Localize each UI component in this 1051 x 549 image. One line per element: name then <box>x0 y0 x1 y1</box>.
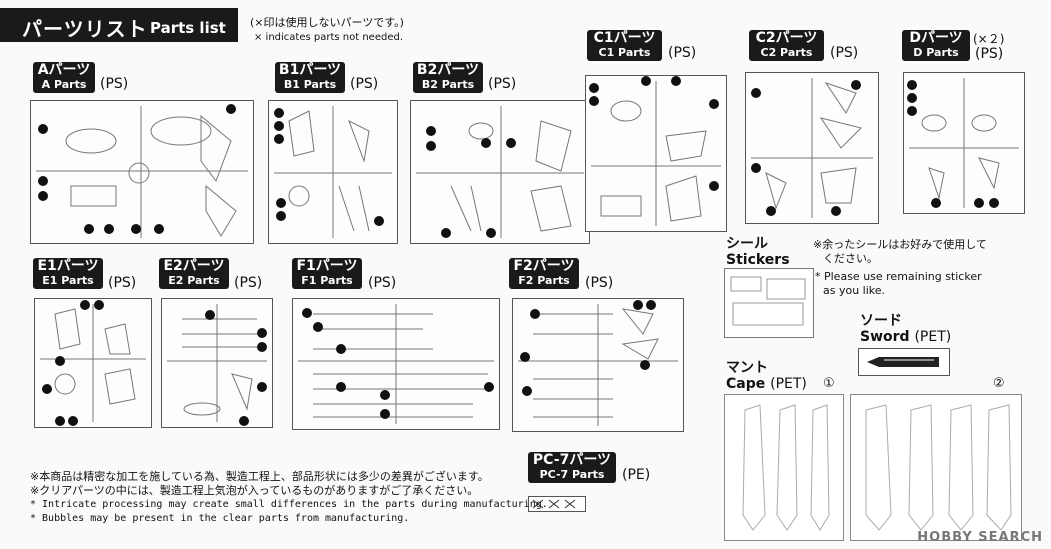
runner-b1-material: (PS) <box>350 76 379 92</box>
watermark-logo: HOBBY SEARCH <box>917 530 1043 545</box>
runner-f1-diagram <box>292 298 500 430</box>
runner-e2-parts-drawing <box>167 304 267 426</box>
runner-f2-diagram <box>512 298 684 432</box>
runner-a-parts-drawing <box>36 104 248 238</box>
sword-sheet <box>858 348 950 376</box>
runner-b2-diagram <box>410 100 590 244</box>
cape-num-1: ① <box>823 376 835 391</box>
runner-d-count: (×２) <box>973 32 1005 46</box>
runner-pc7-parts-drawing <box>532 499 576 509</box>
runner-c1-diagram <box>585 75 727 232</box>
runner-e1-diagram <box>34 298 152 428</box>
runner-f1-material: (PS) <box>368 275 397 291</box>
runner-c1-material: (PS) <box>668 45 697 61</box>
runner-f2-material: (PS) <box>585 275 614 291</box>
runner-e1-parts-drawing <box>40 300 146 426</box>
title-en: Parts list <box>150 19 226 37</box>
unused-note-en: × indicates parts not needed. <box>254 32 404 43</box>
runner-c2-material: (PS) <box>830 45 859 61</box>
runner-e2-diagram <box>161 298 273 428</box>
sticker-note-jp: ※余ったシールはお好みで使用してください。 <box>813 238 987 265</box>
runner-pc7-diagram <box>528 496 586 512</box>
unused-note-jp: (×印は使用しないパーツです。) <box>250 16 404 29</box>
sword-label: ソード Sword (PET) <box>860 313 952 345</box>
runner-d-diagram <box>903 72 1025 214</box>
runner-c1-parts-drawing <box>589 76 721 226</box>
runner-a-diagram <box>30 100 254 244</box>
runner-d-parts-drawing <box>907 78 1019 208</box>
cape-sheet-1 <box>724 394 844 541</box>
footnote-2: ※クリアパーツの中には、製造工程上気泡が入っているものがありますがご了承ください… <box>30 484 479 497</box>
runner-c2-parts-drawing <box>751 78 873 218</box>
cape-label: マント Cape (PET) <box>726 360 807 392</box>
footnote-3: * Intricate processing may create small … <box>30 499 548 510</box>
parts-list-title-bar: パーツリスト Parts list <box>0 8 238 42</box>
runner-d-material: (PS) <box>975 46 1004 62</box>
title-jp: パーツリスト <box>22 17 148 41</box>
runner-c2-diagram <box>745 72 879 224</box>
footnote-1: ※本商品は精密な加工を施している為、製造工程上、部品形状には多少の差異がございま… <box>30 470 489 483</box>
runner-b2-parts-drawing <box>416 106 584 238</box>
runner-b1-parts-drawing <box>274 106 392 238</box>
runner-b2-material: (PS) <box>488 76 517 92</box>
runner-f2-parts-drawing <box>518 300 678 426</box>
runner-e1-material: (PS) <box>108 275 137 291</box>
footnotes: ※本商品は精密な加工を施している為、製造工程上、部品形状には多少の差異がございま… <box>30 470 548 526</box>
runner-pc7-material: (PE) <box>622 467 651 483</box>
footnote-4: * Bubbles may be present in the clear pa… <box>30 513 410 524</box>
cape-sheet-2 <box>850 394 1022 541</box>
runner-b1-diagram <box>268 100 398 244</box>
runner-a-material: (PS) <box>100 76 129 92</box>
runner-f1-parts-drawing <box>298 304 494 424</box>
runner-e2-material: (PS) <box>234 275 263 291</box>
cape-num-2: ② <box>993 376 1005 391</box>
sticker-sheet <box>724 268 814 338</box>
